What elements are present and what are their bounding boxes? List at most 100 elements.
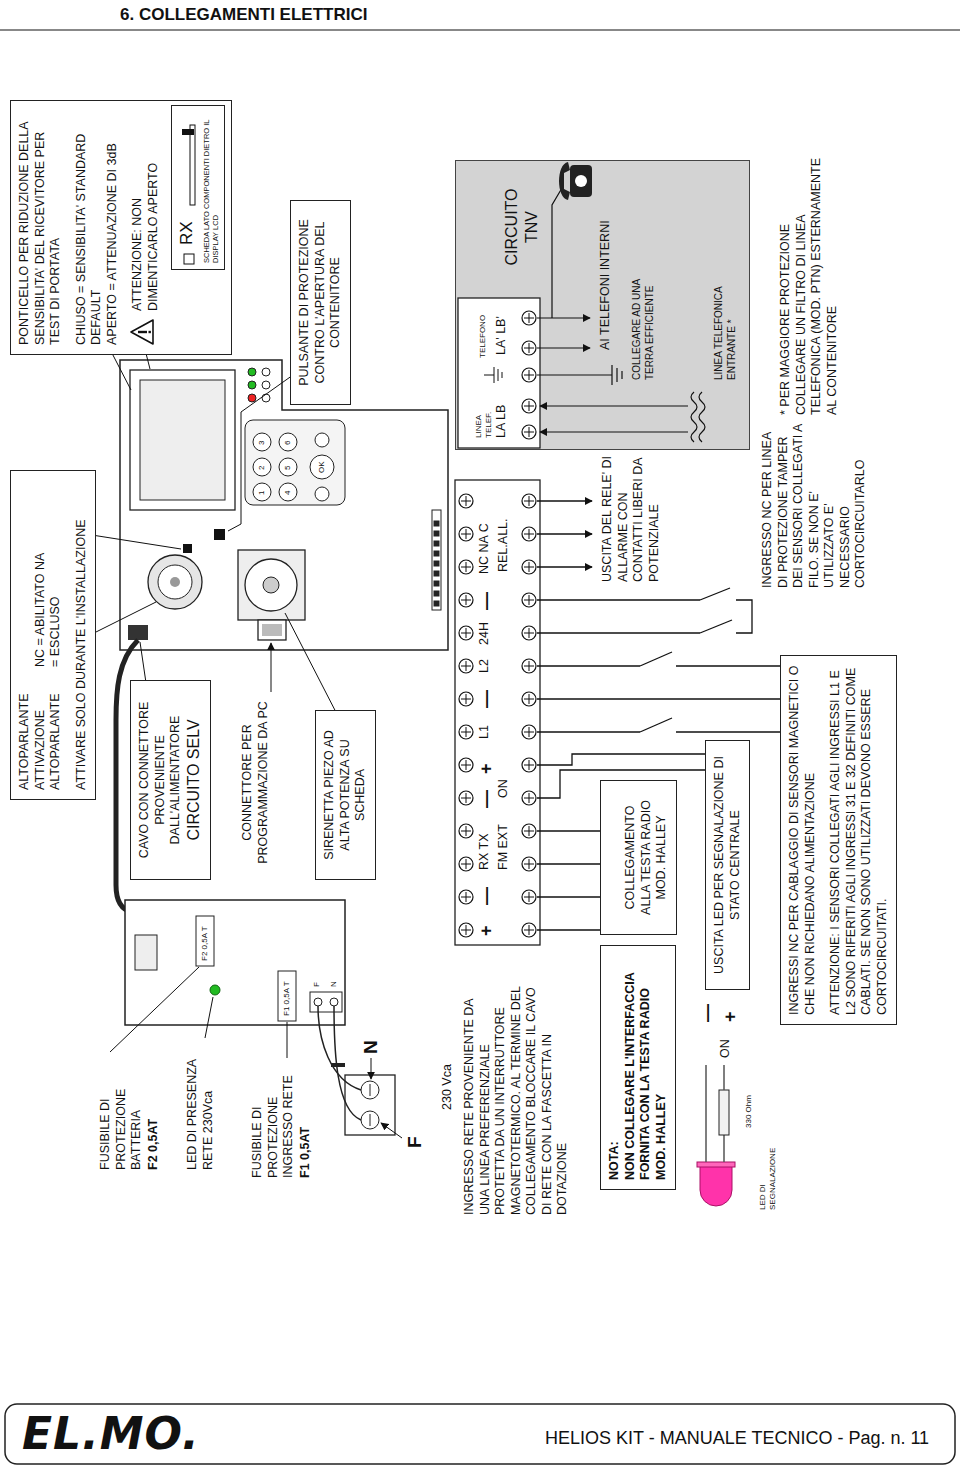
pin-header	[434, 601, 439, 606]
keypad	[310, 455, 334, 479]
box-heading: ALTOPARLANTE	[17, 480, 33, 790]
warning-icon	[149, 331, 151, 333]
wire	[537, 566, 592, 567]
box-heading: CIRCUITO TNV	[502, 177, 542, 277]
rotated-sheet: ALTOPARLANTEATTIVAZIONE ALTOPARLANTENC =…	[0, 40, 960, 1410]
pin-header	[434, 571, 439, 576]
component-marking: F1 0,5A T	[282, 981, 292, 1016]
callout-text: CONNETTORE PER PROGRAMMAZIONE DA PC	[240, 695, 271, 870]
footnote-text: * PER MAGGIORE PROTEZIONE COLLEGARE UN F…	[778, 145, 840, 415]
phone-terminal	[484, 375, 494, 376]
leader-line	[271, 643, 272, 692]
polarity-sign: —	[697, 1004, 717, 1022]
terminal-name: N	[360, 1040, 381, 1054]
terminal-strip	[522, 824, 536, 838]
mains-terminal	[361, 1111, 379, 1129]
terminal-strip	[455, 480, 540, 945]
phone-wire	[621, 371, 622, 379]
terminal-strip	[522, 923, 536, 937]
callout-box: PULSANTE DI PROTEZIONE CONTRO L'APERTURA…	[290, 200, 351, 405]
phone-wire	[611, 365, 612, 385]
pin-header	[434, 561, 439, 566]
cable-connector	[128, 625, 148, 640]
callout-text: LED DI PRESENZA RETE 230Vca	[185, 1040, 216, 1170]
callout-box: USCITA LED PER SEGNALAZIONE DI STATO CEN…	[705, 740, 750, 990]
tnv-grey-area	[455, 160, 750, 450]
callout-text: FUSIBILE DI PROTEZIONE BATTERIA	[98, 1055, 145, 1170]
box-text: CHIUSO = SENSIBILITA' STANDARD DEFAULT	[74, 110, 105, 345]
mains-terminal	[318, 1006, 361, 1090]
keypad	[279, 433, 297, 451]
pin-header	[434, 521, 439, 526]
phone-wire	[537, 374, 612, 375]
mains-terminal	[370, 1084, 371, 1096]
keypad	[315, 487, 329, 501]
power-supply-board	[330, 998, 338, 1006]
box-heading: RX	[176, 112, 198, 245]
box-text: ATTIVAZIONE ALTOPARLANTE	[33, 685, 64, 790]
leader-line	[381, 1123, 402, 1138]
terminal-strip	[522, 791, 536, 805]
phone-terminal	[522, 368, 536, 382]
phone-wire	[691, 392, 697, 442]
wire	[537, 500, 592, 501]
wire	[640, 652, 672, 666]
signal-led	[700, 1165, 732, 1206]
wire	[640, 718, 672, 732]
terminal-strip	[455, 480, 540, 945]
terminal-name: FM EXT	[496, 824, 512, 870]
lcd-display	[130, 370, 235, 510]
lcd-display	[140, 380, 225, 500]
phone-terminal	[502, 372, 503, 378]
brand-logo: EL.MO.	[22, 1409, 200, 1459]
telephone-icon	[570, 165, 592, 197]
phone-wire	[552, 188, 562, 318]
callout-text: COLLEGARE AD UNA TERRA EFFICIENTE	[630, 260, 656, 380]
terminal-name: LA' LB'	[494, 316, 510, 355]
phone-wire	[540, 431, 688, 432]
wire	[700, 620, 732, 633]
box-heading: PULSANTE DI PROTEZIONE CONTRO L'APERTURA…	[297, 210, 344, 395]
box-heading: INGRESSI NC PER CABLAGGIO DI SENSORI MAG…	[787, 665, 818, 1015]
mains-terminal	[331, 1063, 345, 1067]
polarity-sign: +	[720, 1011, 740, 1022]
terminal-strip	[459, 527, 473, 541]
wire	[537, 665, 640, 666]
warning-icon	[131, 320, 153, 344]
mains-terminal	[370, 1114, 371, 1126]
phone-wire	[699, 392, 705, 442]
terminal-strip	[459, 692, 473, 706]
leader-line	[110, 967, 199, 1052]
status-leds	[262, 368, 270, 376]
status-leds	[248, 381, 256, 389]
terminal-name: —	[476, 790, 496, 808]
callout-text: FUSIBILE DI PROTEZIONE INGRESSO RETE	[250, 1058, 297, 1178]
phone-wire	[537, 347, 590, 348]
terminal-name: —	[476, 592, 496, 610]
pin-header	[434, 541, 439, 546]
leader-line	[285, 613, 340, 720]
phone-terminal	[494, 367, 495, 383]
phone-wire	[537, 317, 590, 318]
tnv-grey-area	[455, 160, 750, 450]
terminal-strip	[459, 824, 473, 838]
wire	[736, 600, 752, 633]
callout-box: CAVO CON CONNETTORE PROVENIENTE DALL'ALI…	[130, 680, 211, 880]
terminal-strip	[522, 593, 536, 607]
terminal-strip	[459, 857, 473, 871]
power-supply-board	[196, 916, 214, 966]
box-text: ATTIVARE SOLO DURANTE L'INSTALLAZIONE	[74, 480, 90, 790]
keypad	[279, 483, 297, 501]
telephone-icon	[559, 162, 570, 200]
speaker	[158, 565, 192, 599]
phone-terminal	[522, 425, 536, 439]
pc-connector	[262, 624, 282, 636]
status-leds	[262, 394, 270, 402]
callout-box: COLLEGAMENTO ALLA TESTA RADIO MOD. HALLE…	[600, 780, 677, 935]
piezo-siren	[263, 577, 279, 593]
terminal-name: —	[476, 690, 496, 708]
terminal-name: REL.ALL.	[496, 518, 512, 572]
signal-led	[697, 1065, 735, 1206]
keypad	[253, 433, 271, 451]
